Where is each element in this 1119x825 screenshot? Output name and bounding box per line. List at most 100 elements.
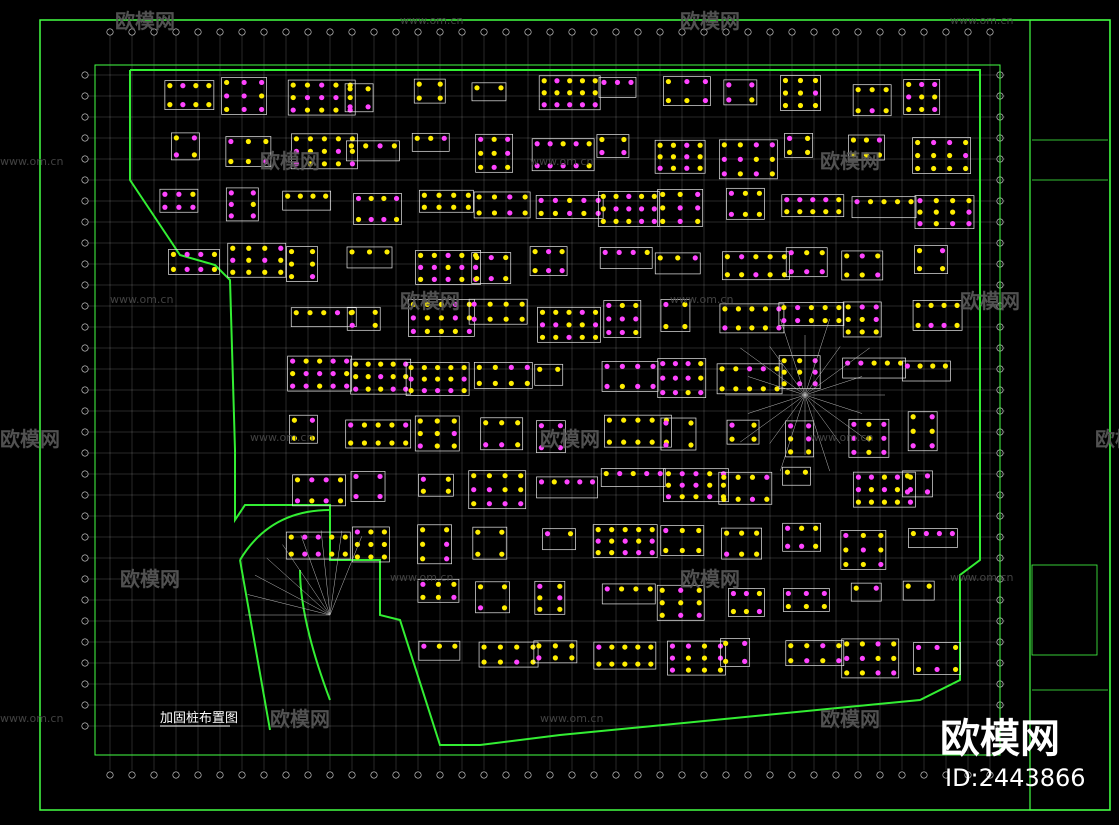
pile-cap-outline xyxy=(352,526,390,563)
pile-cap-outline xyxy=(346,306,381,331)
anchor-marker xyxy=(660,389,666,396)
pile-marker xyxy=(762,306,769,312)
pile-group xyxy=(907,411,938,452)
axis-bubble xyxy=(304,771,312,779)
anchor-marker xyxy=(730,590,737,597)
pile-marker xyxy=(581,210,587,216)
pile-group xyxy=(419,189,474,213)
pile-marker xyxy=(675,255,681,261)
pile-cap-outline xyxy=(171,132,200,161)
pile-cap-outline xyxy=(716,363,783,395)
watermark-label: 欧模网 xyxy=(820,149,880,173)
pile-marker xyxy=(881,474,888,480)
pile-marker xyxy=(684,97,690,104)
pile-marker xyxy=(756,190,763,196)
pile-cap-outline xyxy=(290,307,357,328)
brace-line xyxy=(804,346,841,396)
pile-marker xyxy=(451,418,457,424)
pile-marker xyxy=(836,317,842,324)
pile-group xyxy=(225,187,259,222)
pile-marker xyxy=(491,210,498,216)
anchor-marker xyxy=(685,375,691,381)
pile-group xyxy=(346,140,400,162)
pile-marker xyxy=(476,194,482,200)
anchor-marker xyxy=(557,595,563,601)
pile-marker xyxy=(365,361,371,367)
pile-marker xyxy=(845,316,851,323)
anchor-marker xyxy=(855,474,862,480)
anchor-marker xyxy=(684,165,690,171)
anchor-marker xyxy=(726,97,732,103)
pile-cap-outline xyxy=(345,419,412,449)
pile-group xyxy=(600,468,666,487)
pile-cap-outline xyxy=(912,300,963,331)
pile-marker xyxy=(749,97,755,103)
pile-marker xyxy=(481,659,487,665)
pile-group xyxy=(716,363,783,395)
pile-marker xyxy=(785,603,791,610)
anchor-marker xyxy=(559,267,565,274)
pile-cap-outline xyxy=(534,363,564,386)
pile-marker xyxy=(451,443,457,449)
anchor-marker xyxy=(431,264,437,270)
pile-marker xyxy=(436,192,442,198)
pile-marker xyxy=(491,194,498,200)
pile-marker xyxy=(420,527,426,533)
pile-marker xyxy=(353,374,359,380)
pile-marker xyxy=(797,209,803,215)
axis-bubble xyxy=(81,638,89,646)
axis-bubble xyxy=(81,323,89,331)
pile-marker xyxy=(224,106,230,113)
anchor-marker xyxy=(737,156,743,162)
pile-group xyxy=(908,528,958,548)
anchor-marker xyxy=(804,658,810,664)
anchor-marker xyxy=(323,477,329,483)
pile-marker xyxy=(309,261,316,267)
pile-marker xyxy=(408,364,414,371)
anchor-marker xyxy=(309,477,315,483)
pile-marker xyxy=(613,193,619,199)
pile-cap-outline xyxy=(902,360,951,382)
pile-marker xyxy=(288,551,294,557)
pile-marker xyxy=(685,667,692,673)
anchor-marker xyxy=(410,315,416,321)
axis-bubble xyxy=(81,239,89,247)
pile-group xyxy=(592,524,658,558)
axis-bubble xyxy=(832,771,840,779)
anchor-marker xyxy=(795,317,801,324)
anchor-marker xyxy=(749,82,755,88)
pile-marker xyxy=(619,302,625,309)
pile-cap-outline xyxy=(478,641,539,668)
pile-marker xyxy=(933,198,939,204)
pile-cap-outline xyxy=(726,187,765,220)
pile-marker xyxy=(696,547,702,554)
pile-marker xyxy=(868,487,875,493)
pile-marker xyxy=(622,661,628,667)
axis-bubble xyxy=(81,617,89,625)
pile-marker xyxy=(408,387,414,394)
pile-marker xyxy=(366,249,373,255)
anchor-marker xyxy=(502,501,508,507)
watermark-url: www.om.cn xyxy=(250,431,313,444)
pile-cap-outline xyxy=(473,191,531,219)
anchor-marker xyxy=(604,383,610,389)
pile-marker xyxy=(541,78,547,84)
axis-bubble xyxy=(81,302,89,310)
pile-cap-outline xyxy=(841,638,900,679)
pile-marker xyxy=(812,102,819,109)
anchor-marker xyxy=(684,142,690,148)
axis-bubble xyxy=(942,771,950,779)
pile-marker xyxy=(365,86,371,92)
pile-cap-outline xyxy=(159,188,199,213)
anchor-marker xyxy=(702,97,709,104)
pile-marker xyxy=(403,374,409,380)
pile-marker xyxy=(519,301,525,307)
anchor-marker xyxy=(241,93,247,99)
pile-marker xyxy=(894,499,901,505)
anchor-marker xyxy=(657,470,663,477)
axis-bubble xyxy=(920,28,928,36)
pile-marker xyxy=(844,272,850,278)
pile-marker xyxy=(737,142,743,148)
pile-marker xyxy=(502,487,508,493)
